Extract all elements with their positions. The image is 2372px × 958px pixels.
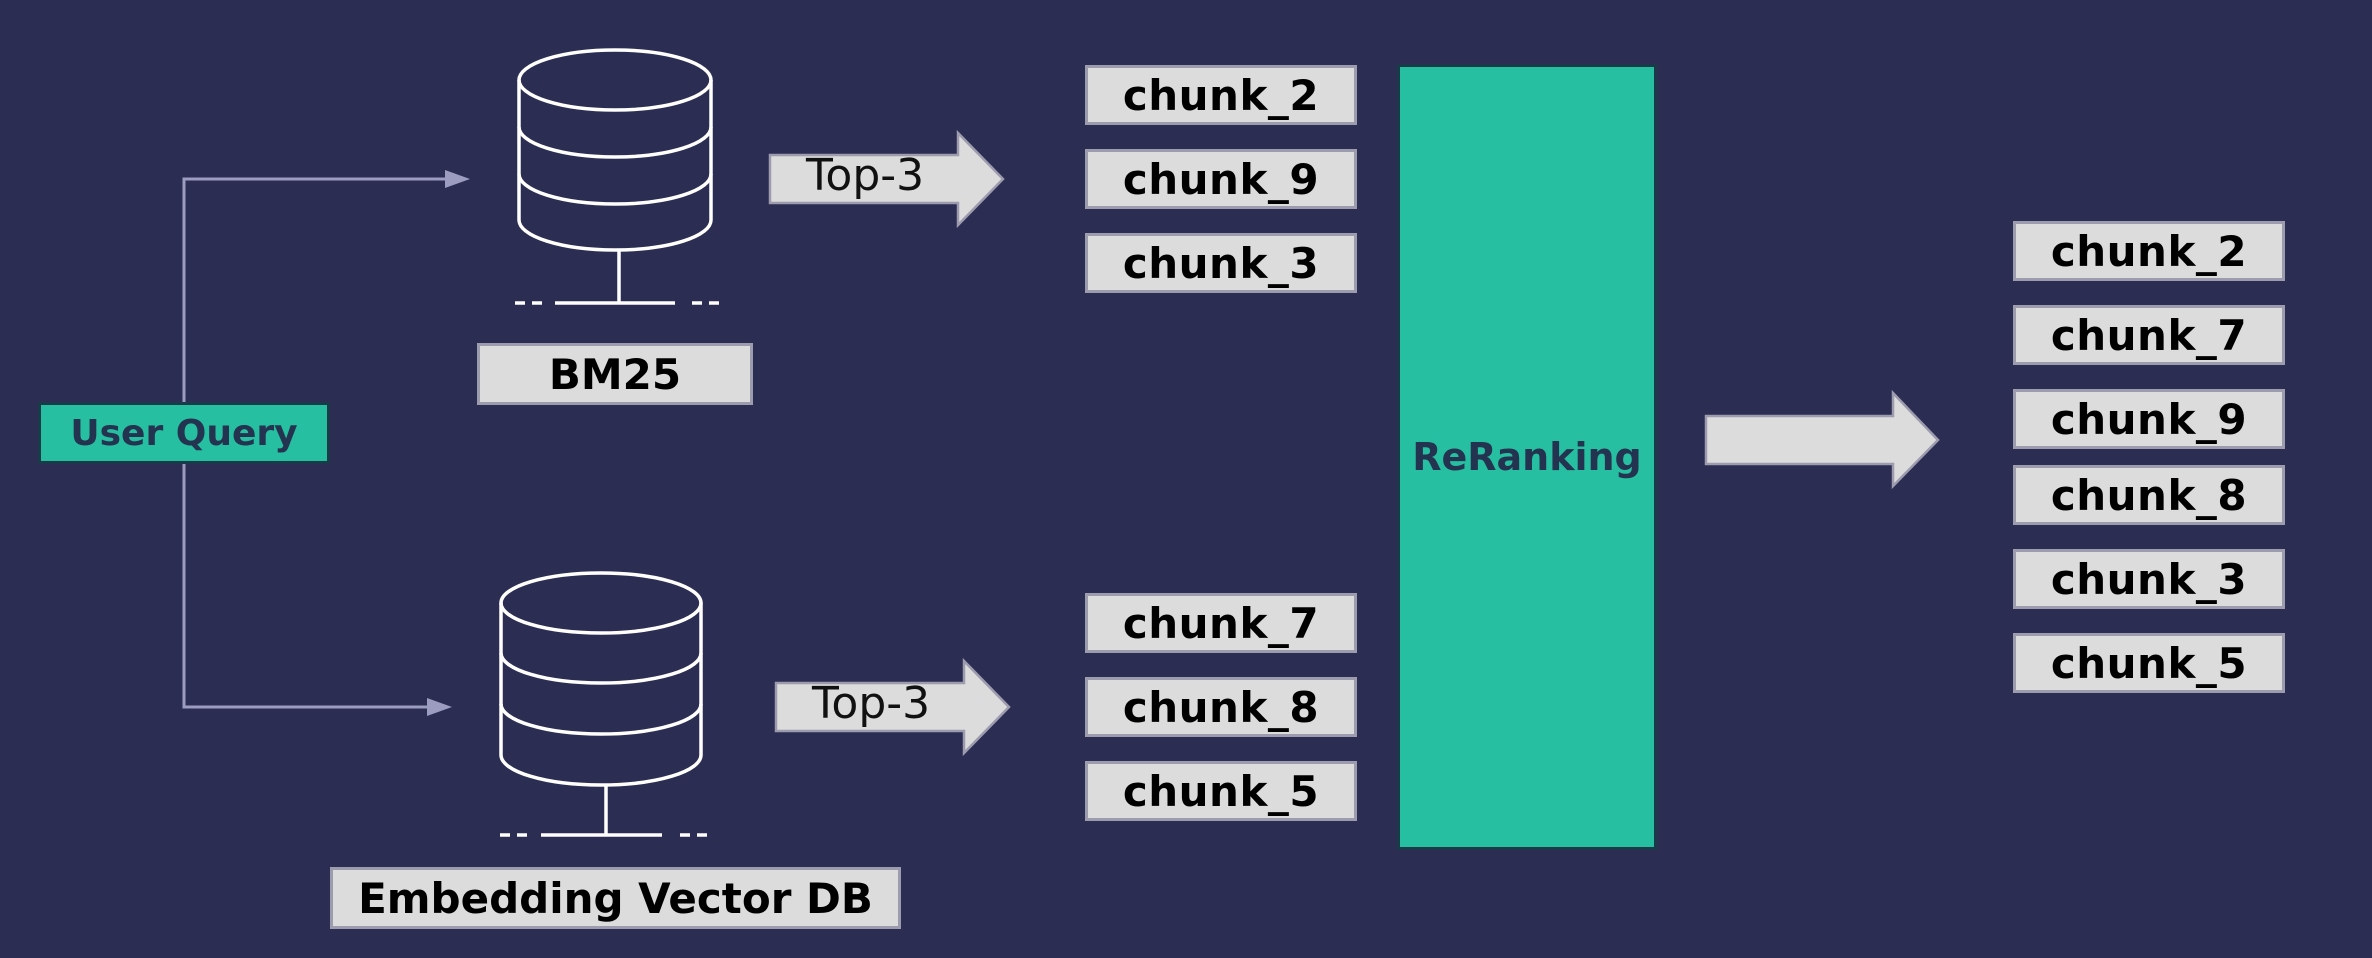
connector-arrowhead-vector bbox=[427, 698, 452, 716]
bm25-result-chunk: chunk_3 bbox=[1085, 233, 1357, 293]
query-connector-lines bbox=[182, 177, 445, 709]
reranking-box: ReRanking bbox=[1397, 64, 1657, 850]
bm25-arrow-label: Top-3 bbox=[806, 150, 925, 201]
final-result-chunk: chunk_8 bbox=[2013, 465, 2285, 525]
final-result-chunk: chunk_5 bbox=[2013, 633, 2285, 693]
database-icon bbox=[515, 48, 719, 305]
user-query-label: User Query bbox=[70, 412, 298, 454]
final-result-chunk: chunk_3 bbox=[2013, 549, 2285, 609]
vector-result-chunk: chunk_7 bbox=[1085, 593, 1357, 653]
bm25-label: BM25 bbox=[477, 343, 753, 405]
vector-arrow-label: Top-3 bbox=[812, 678, 931, 729]
final-result-chunk: chunk_7 bbox=[2013, 305, 2285, 365]
final-result-chunk: chunk_2 bbox=[2013, 221, 2285, 281]
vector-db-label: Embedding Vector DB bbox=[330, 867, 901, 929]
bm25-result-chunk: chunk_9 bbox=[1085, 149, 1357, 209]
user-query-box: User Query bbox=[38, 402, 330, 464]
vector-top3-arrow bbox=[774, 657, 1011, 757]
vector-result-chunk: chunk_8 bbox=[1085, 677, 1357, 737]
reranking-label: ReRanking bbox=[1412, 435, 1642, 479]
connector-arrowhead-bm25 bbox=[445, 170, 470, 188]
output-arrow bbox=[1704, 389, 1940, 490]
vector-result-chunk: chunk_5 bbox=[1085, 761, 1357, 821]
bm25-top3-arrow bbox=[768, 129, 1005, 229]
database-icon bbox=[499, 571, 707, 837]
bm25-result-chunk: chunk_2 bbox=[1085, 65, 1357, 125]
final-result-chunk: chunk_9 bbox=[2013, 389, 2285, 449]
